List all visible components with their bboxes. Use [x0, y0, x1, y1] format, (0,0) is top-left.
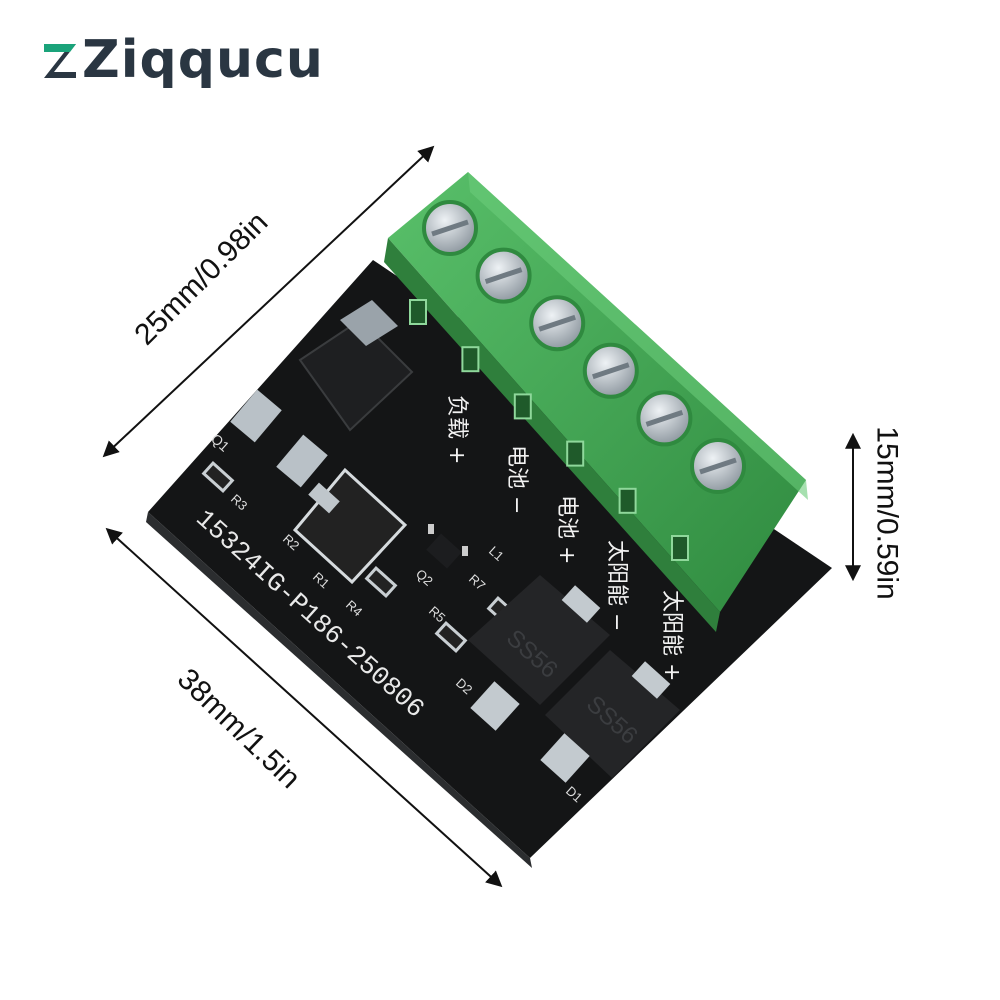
screw-slot: [699, 457, 737, 475]
screw-slot: [592, 362, 630, 380]
dimension-label-height: 15mm/0.59in: [870, 426, 904, 600]
resistor-r4: [364, 565, 398, 599]
dimension-arrow-width: [105, 527, 503, 888]
terminal-label-battery-minus: 电池 −: [504, 445, 529, 514]
screw-slot: [484, 267, 523, 284]
dimension-arrow-depth: [102, 145, 435, 458]
inductor-l1: [292, 467, 408, 585]
diode-d2: SS56: [468, 575, 610, 731]
screw-slot: [431, 219, 469, 237]
terminal-wire-slot: [513, 393, 532, 420]
resistor-r5: [434, 620, 468, 654]
terminal-wire-slot: [671, 535, 689, 561]
brand-logo: Ziqqucu: [40, 30, 324, 90]
transistor-q2: [426, 524, 468, 569]
terminal-label-battery-plus: 电池 +: [554, 495, 579, 564]
terminal-wire-slot: [618, 487, 637, 514]
terminal-wire-slot: [409, 299, 427, 325]
mosfet-q1: [230, 300, 414, 488]
terminal-wire-slot: [461, 346, 480, 373]
brand-z-icon: [44, 44, 76, 78]
pcb-edge: [146, 512, 532, 868]
terminal-label-load-plus: 负载 +: [444, 395, 469, 464]
terminal-wire-slot: [566, 440, 585, 467]
resistor-r3: [201, 460, 235, 494]
brand-name: Ziqqucu: [82, 30, 324, 90]
screw-terminal-block: [384, 172, 808, 632]
terminal-label-solar-plus: 太阳能 +: [659, 590, 684, 681]
screw-slot: [538, 314, 576, 332]
terminal-label-solar-minus: 太阳能 −: [604, 540, 629, 631]
screw-slot: [645, 410, 684, 427]
diode-d1: SS56: [540, 650, 680, 783]
